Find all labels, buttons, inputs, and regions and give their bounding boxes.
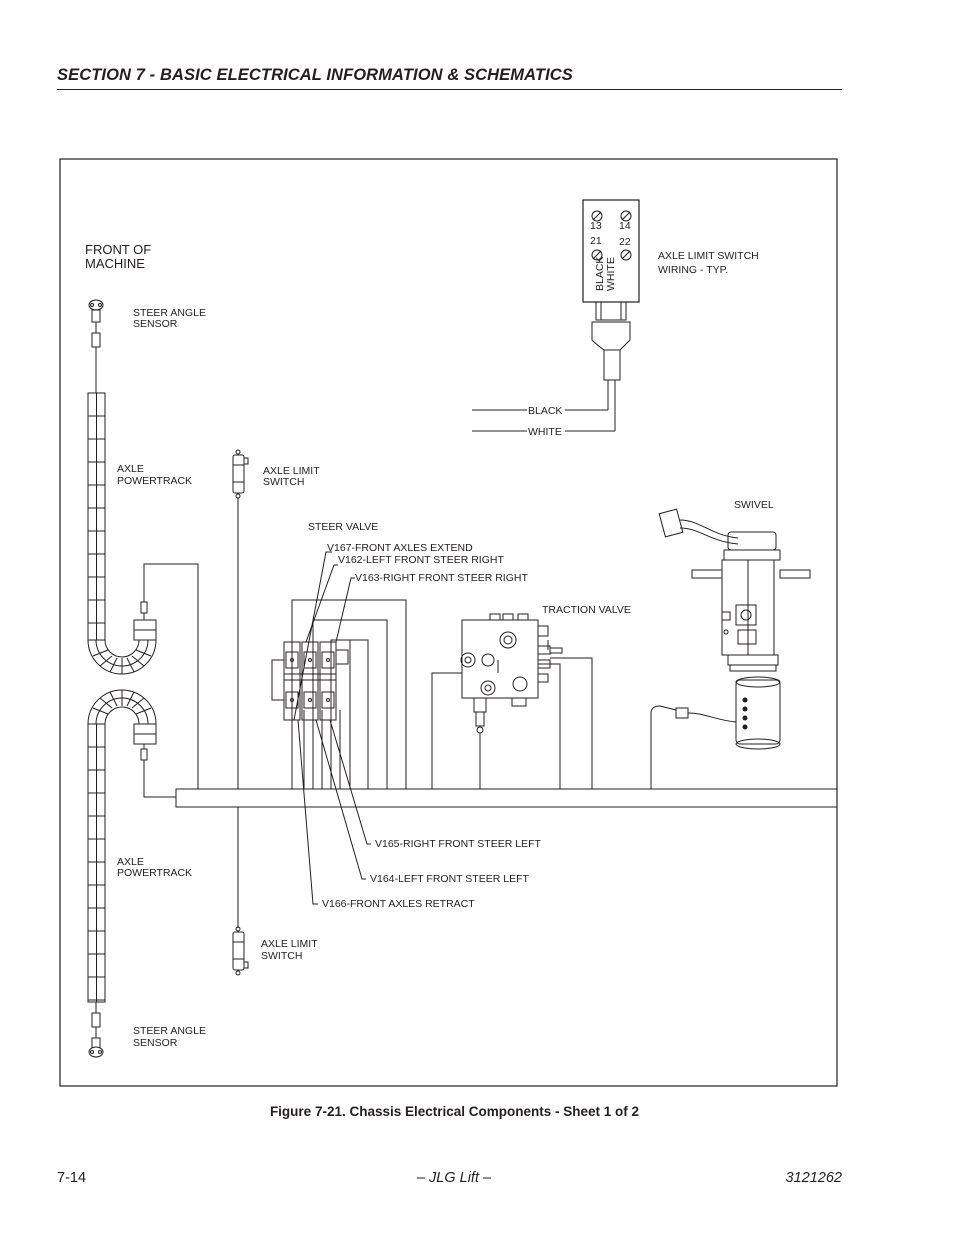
axle-limit-switch-top-label-2: SWITCH bbox=[263, 476, 304, 488]
powertrack-bend-top bbox=[87, 619, 157, 675]
steer-angle-sensor-top bbox=[88, 299, 104, 393]
swivel-label: SWIVEL bbox=[734, 499, 774, 511]
page-number: 7-14 bbox=[57, 1170, 87, 1186]
chassis-bar bbox=[175, 788, 838, 808]
terminal-14: 14 bbox=[619, 220, 631, 232]
doc-number: 3121262 bbox=[785, 1170, 842, 1186]
steer-valve-label: STEER VALVE bbox=[308, 521, 378, 533]
publisher-text: – JLG Lift – bbox=[416, 1170, 492, 1186]
axle-powertrack-bottom-label: AXLE bbox=[117, 856, 144, 868]
steer-angle-sensor-bottom-label: STEER ANGLE bbox=[133, 1025, 206, 1037]
axle-powertrack-bottom bbox=[87, 723, 106, 1003]
diagram-frame bbox=[59, 158, 838, 1087]
wire-white-label: WHITE bbox=[528, 426, 562, 438]
figure-caption-text: Figure 7-21. Chassis Electrical Componen… bbox=[269, 1104, 640, 1119]
steer-angle-sensor-top-label: STEER ANGLE bbox=[133, 307, 206, 319]
front-of-machine-label-2: MACHINE bbox=[85, 256, 145, 271]
steer-angle-sensor-top-label-2: SENSOR bbox=[133, 318, 178, 330]
switch-wiring-detail bbox=[472, 199, 640, 432]
axle-limit-switch-bottom bbox=[232, 807, 249, 976]
axle-limit-switch-bottom-label: AXLE LIMIT bbox=[261, 938, 318, 950]
steer-valve-wiring bbox=[291, 599, 407, 789]
traction-valve-wiring bbox=[431, 640, 593, 789]
steer-angle-sensor-bottom-label-2: SENSOR bbox=[133, 1037, 178, 1049]
v163-label: V163-RIGHT FRONT STEER RIGHT bbox=[355, 572, 528, 584]
publisher: – JLG Lift – bbox=[0, 1170, 954, 1186]
front-of-machine-label: FRONT OF bbox=[85, 242, 151, 257]
terminal-13: 13 bbox=[590, 220, 602, 232]
axle-powertrack-bottom-label-2: POWERTRACK bbox=[117, 867, 192, 879]
traction-valve bbox=[460, 613, 563, 789]
valve-leader-lines bbox=[293, 551, 371, 905]
axle-powertrack-top-label-2: POWERTRACK bbox=[117, 475, 192, 487]
terminal-21: 21 bbox=[590, 235, 602, 247]
figure-caption: Figure 7-21. Chassis Electrical Componen… bbox=[0, 1104, 954, 1119]
axle-powertrack-top bbox=[87, 392, 106, 641]
v165-label: V165-RIGHT FRONT STEER LEFT bbox=[375, 838, 541, 850]
powertrack-bend-bottom bbox=[87, 689, 157, 745]
steer-valve bbox=[271, 641, 349, 721]
steer-angle-sensor-bottom bbox=[88, 1002, 104, 1058]
wire-black-label: BLACK bbox=[528, 405, 562, 417]
terminal-black: BLACK bbox=[594, 257, 606, 291]
header-rule bbox=[57, 89, 842, 90]
v166-label: V166-FRONT AXLES RETRACT bbox=[322, 898, 475, 910]
v167-label: V167-FRONT AXLES EXTEND bbox=[327, 542, 473, 554]
swivel bbox=[650, 508, 811, 789]
switch-wiring-label: AXLE LIMIT SWITCH bbox=[658, 250, 759, 262]
traction-valve-label: TRACTION VALVE bbox=[542, 604, 631, 616]
terminal-white: WHITE bbox=[605, 257, 617, 291]
v164-label: V164-LEFT FRONT STEER LEFT bbox=[370, 873, 529, 885]
axle-limit-switch-bottom-label-2: SWITCH bbox=[261, 950, 302, 962]
section-title: SECTION 7 - BASIC ELECTRICAL INFORMATION… bbox=[57, 66, 573, 84]
axle-limit-switch-top-label: AXLE LIMIT bbox=[263, 465, 320, 477]
axle-limit-switch-top bbox=[232, 449, 249, 789]
terminal-22: 22 bbox=[619, 236, 631, 248]
axle-powertrack-top-label: AXLE bbox=[117, 463, 144, 475]
v162-label: V162-LEFT FRONT STEER RIGHT bbox=[338, 554, 504, 566]
switch-wiring-label-2: WIRING - TYP. bbox=[658, 264, 728, 276]
